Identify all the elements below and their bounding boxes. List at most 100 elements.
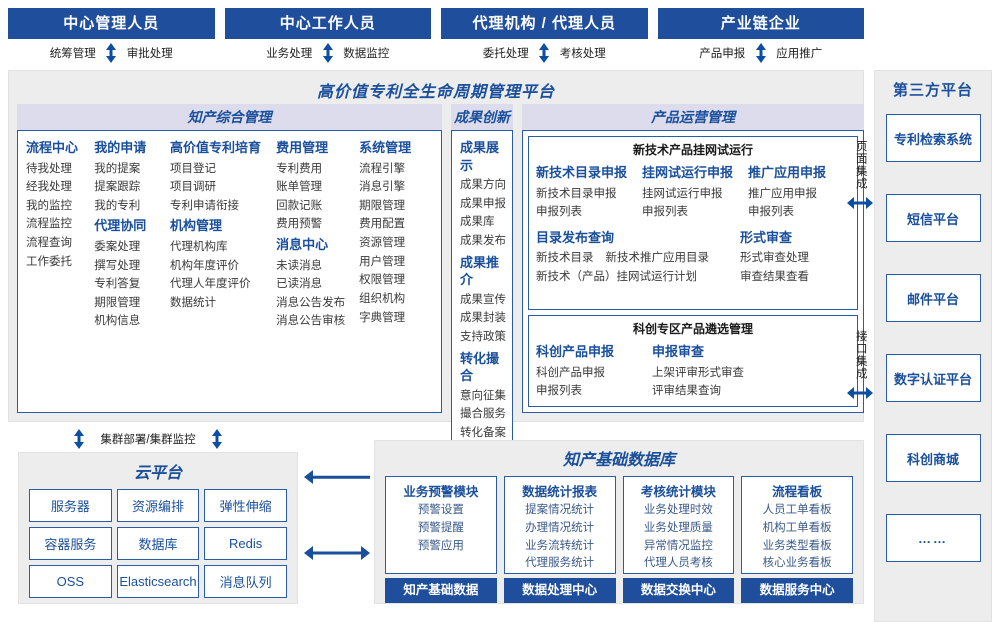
database-footer[interactable]: 知产基础数据 — [385, 578, 497, 603]
list-item[interactable]: 新技术目录 — [536, 252, 594, 265]
menu-item[interactable]: 申报列表 — [642, 206, 688, 219]
menu-item[interactable]: 申报列表 — [748, 206, 794, 219]
menu-item[interactable]: 推广应用申报 — [748, 187, 817, 200]
menu-item[interactable]: 经我处理 — [26, 181, 72, 194]
database-footer[interactable]: 数据服务中心 — [741, 578, 853, 603]
innovation-group-1: 申报审查上架评审形式审查评审结果查询 — [652, 341, 792, 401]
menu-item[interactable]: 项目调研 — [169, 181, 216, 194]
cloud-cell-7[interactable]: Elasticsearch — [116, 565, 200, 598]
menu-item[interactable]: 专利申请衔接 — [169, 199, 239, 212]
cloud-cell-2[interactable]: 弹性伸缩 — [204, 489, 287, 522]
database-item[interactable]: 业务处理质量 — [643, 521, 713, 534]
menu-item[interactable]: 机构信息 — [94, 315, 141, 328]
menu-item[interactable]: 我的提案 — [94, 162, 141, 175]
database-item[interactable]: 办理情况统计 — [525, 521, 595, 534]
third-party-item-0[interactable]: 专利检索系统 — [885, 114, 981, 162]
cloud-cell-4[interactable]: 数据库 — [116, 527, 200, 560]
menu-item[interactable]: 期限管理 — [94, 296, 141, 309]
database-footer[interactable]: 数据交换中心 — [622, 578, 735, 603]
menu-item[interactable]: 成果宣传 — [460, 293, 506, 306]
menu-item[interactable]: 消息公告审核 — [276, 315, 346, 328]
menu-item[interactable]: 成果封装 — [460, 312, 506, 325]
menu-item[interactable]: 专利费用 — [276, 162, 323, 175]
menu-item[interactable]: 成果方向 — [460, 179, 506, 192]
menu-item[interactable]: 费用配置 — [359, 218, 406, 231]
menu-item[interactable]: 提案跟踪 — [94, 181, 141, 194]
list-item[interactable]: 新技术（产品）挂网试运行计划 — [536, 270, 697, 283]
menu-item[interactable]: 成果库 — [460, 216, 495, 229]
cloud-cell-6[interactable]: OSS — [29, 565, 112, 598]
database-item[interactable]: 业务流转统计 — [525, 539, 595, 552]
menu-item[interactable]: 消息引擎 — [359, 181, 406, 194]
menu-item[interactable]: 审查结果查看 — [740, 270, 809, 283]
menu-item[interactable]: 消息公告发布 — [276, 296, 346, 309]
menu-item[interactable]: 意向征集 — [460, 389, 506, 402]
third-party-item-3[interactable]: 数字认证平台 — [885, 354, 981, 402]
menu-item[interactable]: 用户管理 — [359, 255, 406, 268]
cloud-cell-1[interactable]: 资源编排 — [116, 489, 200, 522]
menu-item[interactable]: 机构年度评价 — [169, 259, 239, 272]
database-item[interactable]: 预警应用 — [417, 539, 464, 552]
menu-item[interactable]: 未读消息 — [276, 259, 323, 272]
database-item[interactable]: 业务处理时效 — [643, 504, 713, 516]
menu-item[interactable]: 待我处理 — [26, 162, 72, 175]
menu-item[interactable]: 转化备案 — [460, 426, 506, 439]
third-party-item-4[interactable]: 科创商城 — [885, 434, 981, 482]
menu-item[interactable]: 我的监控 — [26, 199, 72, 212]
third-party-item-1[interactable]: 短信平台 — [885, 194, 981, 242]
menu-item[interactable]: 专利答复 — [94, 278, 141, 291]
menu-item[interactable]: 申报列表 — [536, 385, 582, 398]
menu-item[interactable]: 已读消息 — [276, 278, 323, 291]
database-item[interactable]: 提案情况统计 — [525, 504, 595, 516]
database-item[interactable]: 代理人员考核 — [643, 557, 713, 570]
menu-item[interactable]: 新技术目录申报 — [536, 187, 617, 200]
menu-item[interactable]: 我的专利 — [94, 199, 141, 212]
cloud-cell-3[interactable]: 容器服务 — [29, 527, 112, 560]
database-item[interactable]: 业务类型看板 — [762, 539, 832, 552]
menu-item[interactable]: 权限管理 — [359, 274, 406, 287]
menu-item[interactable]: 委案处理 — [94, 240, 141, 253]
database-item[interactable]: 机构工单看板 — [762, 521, 832, 534]
cloud-cell-0[interactable]: 服务器 — [29, 489, 112, 522]
menu-item[interactable]: 回款记账 — [276, 199, 323, 212]
menu-item[interactable]: 上架评审形式审查 — [652, 366, 744, 379]
third-party-item-2[interactable]: 邮件平台 — [885, 274, 981, 322]
database-item[interactable]: 预警设置 — [417, 504, 464, 516]
menu-item[interactable]: 账单管理 — [276, 181, 323, 194]
double-arrow-horizontal-icon — [304, 546, 370, 560]
menu-item[interactable]: 流程监控 — [26, 218, 72, 231]
list-item[interactable]: 新技术推广应用目录 — [605, 252, 710, 265]
menu-item[interactable]: 流程引擎 — [359, 162, 406, 175]
database-footer[interactable]: 数据处理中心 — [503, 578, 616, 603]
menu-item[interactable]: 项目登记 — [169, 162, 216, 175]
menu-item[interactable]: 字典管理 — [359, 311, 406, 324]
menu-group-title: 高价值专利培育 — [169, 140, 261, 155]
menu-item[interactable]: 流程查询 — [26, 237, 72, 250]
menu-item[interactable]: 挂网试运行申报 — [642, 187, 723, 200]
menu-item[interactable]: 成果申报 — [460, 197, 506, 210]
menu-item[interactable]: 成果发布 — [460, 234, 506, 247]
menu-item[interactable]: 支持政策 — [460, 330, 506, 343]
third-party-item-5[interactable]: …… — [885, 514, 981, 562]
database-item[interactable]: 异常情况监控 — [643, 539, 713, 552]
database-item[interactable]: 人员工单看板 — [762, 504, 832, 516]
menu-item[interactable]: 工作委托 — [26, 255, 72, 268]
menu-item[interactable]: 代理人年度评价 — [169, 278, 251, 291]
menu-item[interactable]: 评审结果查询 — [652, 385, 721, 398]
menu-item[interactable]: 代理机构库 — [169, 240, 228, 253]
cloud-cell-8[interactable]: 消息队列 — [204, 565, 287, 598]
menu-item[interactable]: 撮合服务 — [460, 408, 506, 421]
menu-item[interactable]: 组织机构 — [359, 292, 406, 305]
menu-item[interactable]: 费用预警 — [276, 218, 323, 231]
menu-item[interactable]: 撰写处理 — [94, 259, 141, 272]
menu-item[interactable]: 形式审查处理 — [740, 252, 809, 265]
menu-item[interactable]: 数据统计 — [169, 296, 216, 309]
database-item[interactable]: 核心业务看板 — [762, 557, 832, 570]
menu-item[interactable]: 科创产品申报 — [536, 366, 605, 379]
cloud-cell-5[interactable]: Redis — [204, 527, 287, 560]
menu-item[interactable]: 申报列表 — [536, 206, 582, 219]
menu-item[interactable]: 期限管理 — [359, 199, 406, 212]
database-item[interactable]: 预警提醒 — [417, 521, 464, 534]
menu-item[interactable]: 资源管理 — [359, 237, 406, 250]
database-item[interactable]: 代理服务统计 — [525, 557, 595, 570]
